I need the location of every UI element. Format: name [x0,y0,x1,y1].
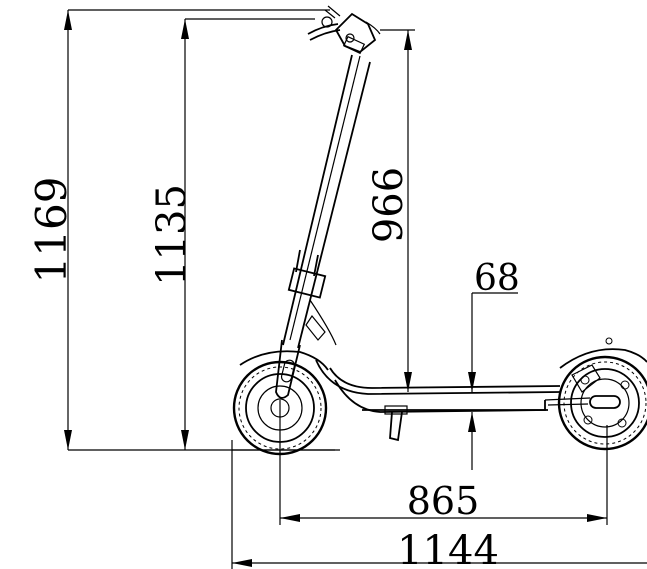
front-fender [239,350,329,371]
dimension-ground-clearance: 68 [468,258,520,470]
dimension-label-1144: 1144 [397,528,499,569]
dimension-label-966: 966 [366,167,412,243]
folding-mechanism [287,249,337,346]
handlebar [307,5,381,55]
dimension-handlebar-height: 1135 [149,18,315,450]
dimension-wheelbase: 865 [279,400,608,525]
rear-brake-detail [571,364,601,393]
dimension-total-height: 1169 [27,9,335,451]
steering-stem [282,54,371,349]
deck [315,359,591,413]
front-fork [275,339,301,399]
rear-wheel [557,355,647,451]
scooter-outline [232,5,647,456]
kickstand [384,405,408,442]
dimension-label-1169: 1169 [27,177,76,284]
dimension-label-1135: 1135 [149,184,195,286]
dimension-total-length: 1144 [231,440,647,569]
dimension-stem-height: 966 [366,29,415,392]
rear-fender [559,348,647,369]
dimension-label-865: 865 [407,479,480,523]
dimension-label-68: 68 [474,258,520,299]
